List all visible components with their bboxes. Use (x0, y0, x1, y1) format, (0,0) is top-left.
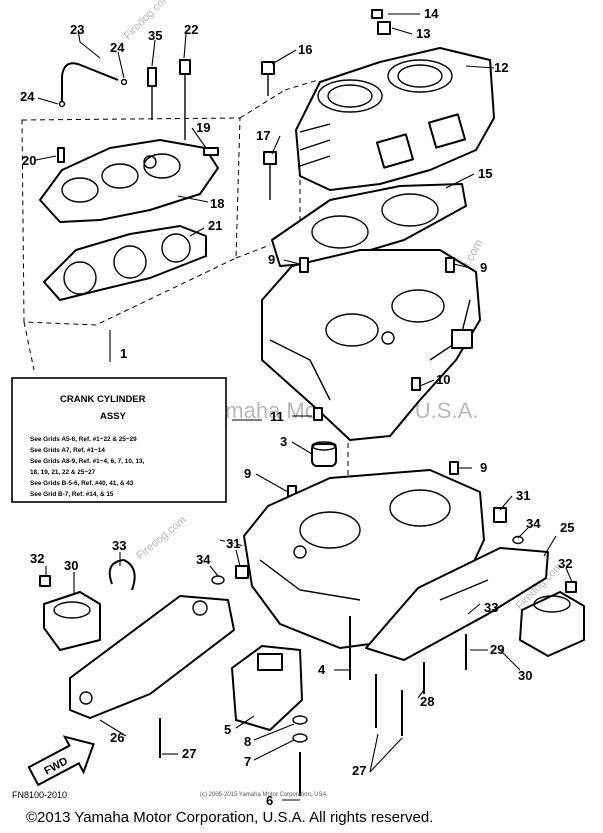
callout-24-left: 24 (20, 89, 35, 104)
callout-35: 35 (148, 28, 162, 43)
callout-20: 20 (22, 153, 36, 168)
assy-info-box: CRANK CYLINDER ASSY See Grids A5-6, Ref.… (11, 377, 227, 503)
callout-25: 25 (560, 520, 574, 535)
callout-14: 14 (424, 6, 439, 21)
assy-line-6: See Grid B-7, Ref. #14, & 15 (30, 491, 114, 498)
callout-31-left: 31 (226, 536, 240, 551)
leader-lines (35, 13, 573, 801)
callout-30-left: 30 (64, 558, 78, 573)
callout-12: 12 (494, 60, 508, 75)
callout-6: 6 (266, 793, 273, 808)
callout-9-upper-left: 9 (268, 252, 275, 267)
callout-1: 1 (120, 346, 127, 361)
callout-21: 21 (208, 218, 222, 233)
callout-29: 29 (490, 642, 504, 657)
callout-32-left: 32 (30, 551, 44, 566)
mount-hardware (39, 507, 577, 796)
water-hose (61, 62, 119, 102)
callout-34-left: 34 (196, 552, 211, 567)
figure-code: FN8100-2010 (12, 790, 67, 800)
callout-5: 5 (224, 722, 231, 737)
assy-line-3: See Grids A8-9, Ref. #1~4, 6, 7, 10, 13, (30, 458, 145, 465)
callout-26: 26 (110, 730, 124, 745)
callout-11: 11 (270, 409, 284, 424)
mount-right-bracket (365, 547, 549, 661)
cylinder-head-cover (39, 139, 219, 223)
assy-line-4: 18, 19, 21, 22 & 25~27 (30, 469, 96, 476)
callout-15: 15 (478, 166, 492, 181)
forward-arrow: FWD (27, 735, 95, 787)
assy-line-5: See Grids B-5-6, Ref. #40, 41, & 43 (30, 480, 134, 487)
callout-28: 28 (420, 694, 434, 709)
callout-9-upper-right: 9 (480, 260, 487, 275)
callout-24-upper: 24 (110, 40, 125, 55)
assy-line-1: See Grids A5-6, Ref. #1~22 & 25~29 (30, 436, 137, 443)
callout-18: 18 (210, 196, 224, 211)
callout-16: 16 (298, 42, 312, 57)
mount-rubber-right (519, 591, 585, 657)
copyright-notice: ©2013 Yamaha Motor Corporation, U.S.A. A… (26, 809, 433, 826)
block-bolts (261, 9, 391, 200)
mount-left-bracket (69, 595, 235, 719)
callout-3: 3 (280, 434, 287, 449)
callout-10: 10 (436, 372, 450, 387)
cylinder-block (295, 47, 495, 191)
fwd-arrow-icon (27, 735, 95, 787)
assy-title-line1: CRANK CYLINDER (60, 394, 146, 405)
callout-27-left: 27 (182, 746, 196, 761)
callout-23: 23 (70, 22, 84, 37)
bearing (311, 441, 337, 467)
callout-19: 19 (196, 120, 210, 135)
assy-line-2: See Grids A7, Ref. #1~14 (30, 447, 105, 454)
small-copyright: (c) 2005-2015 Yamaha Motor Corporation, … (200, 792, 327, 798)
mount-center (231, 645, 303, 731)
callout-8: 8 (244, 734, 251, 749)
head-cover-gasket (43, 225, 207, 301)
callout-30-right: 30 (518, 668, 532, 683)
callout-labels: 1 2 3 4 5 6 7 8 9 9 9 9 10 11 12 13 14 1… (20, 6, 574, 808)
callout-4: 4 (318, 662, 326, 677)
watermark-site-4: Firedog.com (134, 514, 189, 562)
mount-rubber-left (43, 591, 101, 651)
callout-33-right: 33 (484, 600, 498, 615)
assy-box-frame (11, 377, 227, 503)
callout-33-left: 33 (112, 538, 126, 553)
callout-32-right: 32 (558, 556, 572, 571)
callout-7: 7 (244, 754, 251, 769)
callout-31-right: 31 (516, 488, 530, 503)
callout-22: 22 (184, 22, 198, 37)
callout-17: 17 (256, 128, 270, 143)
callout-13: 13 (416, 26, 430, 41)
callout-34-right: 34 (526, 516, 541, 531)
head-cover-bolts (57, 59, 219, 163)
callout-9-lower-left: 9 (244, 466, 251, 481)
upper-crankcase (261, 249, 481, 441)
assy-title-line2: ASSY (100, 411, 127, 422)
callout-9-lower-right: 9 (480, 460, 487, 475)
callout-27-bottom: 27 (352, 763, 366, 778)
